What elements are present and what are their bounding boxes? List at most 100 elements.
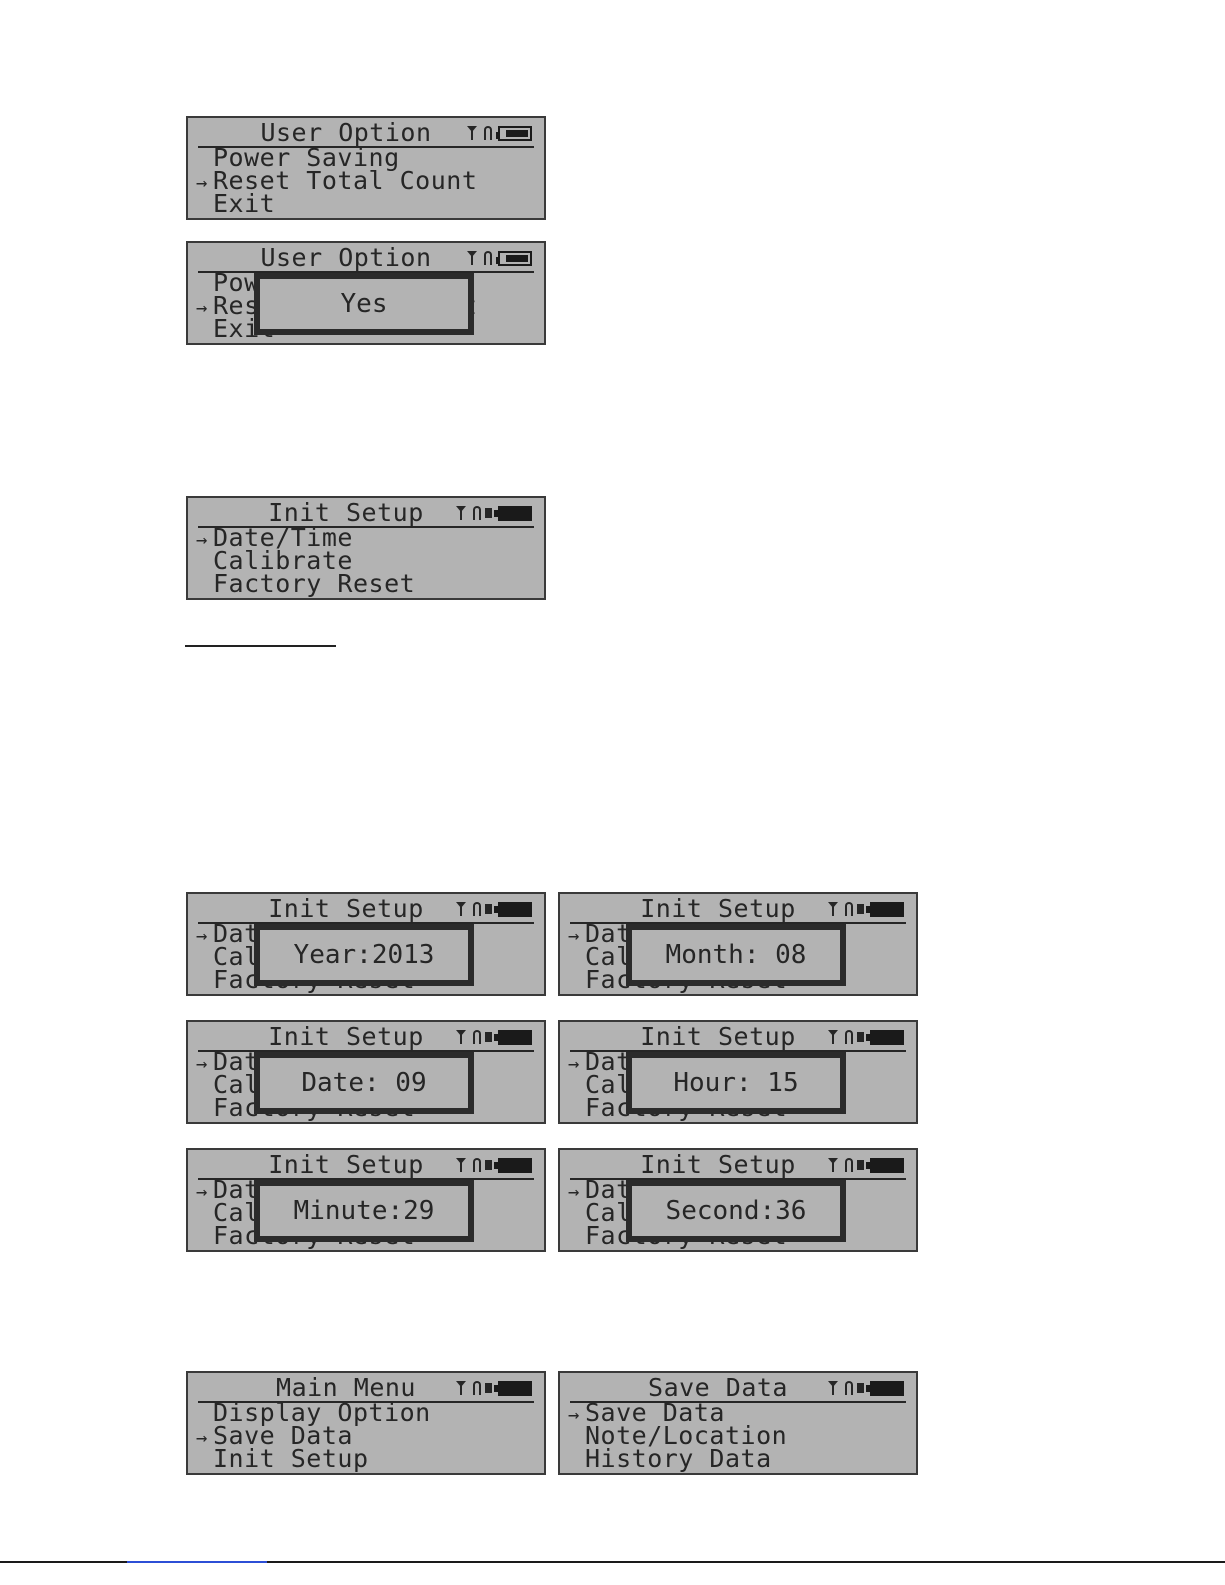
arrow-icon <box>568 1226 585 1250</box>
arrow-icon <box>568 1098 585 1122</box>
menu-item[interactable]: →Date/Time <box>196 523 540 552</box>
battery-icon <box>866 1380 904 1396</box>
lcd-screen: Save Data→Save Data Note/Location Histor… <box>558 1371 918 1475</box>
menu-item-label: Exit <box>213 189 276 218</box>
popup-dialog: Date: 09 <box>254 1052 474 1114</box>
arrow-icon: → <box>196 925 208 947</box>
popup-dialog: Month: 08 <box>626 924 846 986</box>
screen-title-text: Init Setup <box>268 1022 424 1051</box>
menu-item[interactable]: Init Setup <box>196 1444 540 1473</box>
battery-icon <box>496 125 532 141</box>
arrow-icon: → <box>196 1427 208 1449</box>
antenna-icon <box>456 1030 471 1044</box>
title-underline <box>198 271 534 273</box>
lcd-screen: Init Setup→Date/Time Calibrate Factory R… <box>186 1148 546 1252</box>
screen-title: Init Setup <box>188 894 544 923</box>
antenna-icon <box>828 902 843 916</box>
popup-dialog: Second:36 <box>626 1180 846 1242</box>
screen-title: Init Setup <box>560 1150 916 1179</box>
bell-icon <box>845 902 853 916</box>
screen-title-text: Main Menu <box>276 1373 416 1402</box>
status-icons <box>828 1028 904 1046</box>
lcd-screen: Init Setup→Date/Time Calibrate Factory R… <box>186 496 546 600</box>
speaker-icon <box>485 904 492 914</box>
arrow-icon <box>196 319 213 343</box>
screen-title: Init Setup <box>560 1022 916 1051</box>
arrow-icon <box>196 970 213 994</box>
battery-icon <box>866 1029 904 1045</box>
lcd-screen: Init Setup→Date/Time Calibrate Factory R… <box>186 1020 546 1124</box>
title-underline <box>570 1401 906 1403</box>
screen-title: User Option <box>188 243 544 272</box>
menu-item[interactable]: Power Saving <box>196 143 540 172</box>
menu-item[interactable]: History Data <box>568 1446 912 1473</box>
speaker-icon <box>485 1160 492 1170</box>
lcd-screen: User Option Power Saving→Reset Total Cou… <box>186 241 546 345</box>
battery-icon <box>494 1380 532 1396</box>
battery-icon <box>496 250 532 266</box>
screen-title: Init Setup <box>188 1150 544 1179</box>
title-underline <box>570 1178 906 1180</box>
bell-icon <box>845 1158 853 1172</box>
lcd-screen: User Option Power Saving→Reset Total Cou… <box>186 116 546 220</box>
menu-item[interactable]: Factory Reset <box>196 571 540 596</box>
bell-icon <box>473 506 481 520</box>
bell-icon <box>845 1030 853 1044</box>
bell-icon <box>845 1381 853 1395</box>
title-underline <box>198 1401 534 1403</box>
menu-item[interactable]: →Save Data <box>568 1398 912 1427</box>
title-underline <box>198 922 534 924</box>
lcd-screen: Init Setup→Date/Time Calibrate Factory R… <box>558 1020 918 1124</box>
menu-item-label: Save Data <box>585 1398 725 1427</box>
menu-list: Power Saving→Reset Total Count Exit <box>196 143 540 218</box>
menu-item[interactable]: Exit <box>196 189 540 218</box>
arrow-icon: → <box>196 1181 208 1203</box>
menu-list: Display Option→Save Data Init Setup <box>196 1400 540 1473</box>
screen-title-text: User Option <box>260 118 432 147</box>
footer-link-underline[interactable] <box>127 1561 267 1563</box>
menu-item-label: Power Saving <box>213 143 400 172</box>
title-underline <box>570 922 906 924</box>
lcd-screen: Init Setup→Date/Time Calibrate Factory R… <box>186 892 546 996</box>
screen-title: Init Setup <box>188 498 544 527</box>
arrow-icon <box>196 194 213 218</box>
bell-icon <box>473 1381 481 1395</box>
title-underline <box>198 146 534 148</box>
screen-title-text: Init Setup <box>268 894 424 923</box>
antenna-icon <box>828 1381 843 1395</box>
screen-title-text: Init Setup <box>268 1150 424 1179</box>
battery-icon <box>494 901 532 917</box>
status-icons <box>456 1156 532 1174</box>
menu-item-label: Reset Total Count <box>213 166 478 195</box>
antenna-icon <box>456 506 471 520</box>
menu-item[interactable]: Note/Location <box>568 1423 912 1448</box>
battery-icon <box>494 1029 532 1045</box>
antenna-icon <box>828 1030 843 1044</box>
menu-item[interactable]: →Reset Total Count <box>196 166 540 195</box>
menu-item-label: Date/Time <box>213 523 353 552</box>
speaker-icon <box>857 1383 864 1393</box>
section-link-underline[interactable] <box>185 645 336 647</box>
status-icons <box>467 249 532 267</box>
status-icons <box>456 900 532 918</box>
antenna-icon <box>828 1158 843 1172</box>
menu-item-label: Init Setup <box>213 1444 369 1473</box>
arrow-icon <box>568 970 585 994</box>
screen-title-text: User Option <box>260 243 432 272</box>
title-underline <box>570 1050 906 1052</box>
antenna-icon <box>456 1158 471 1172</box>
speaker-icon <box>857 1032 864 1042</box>
arrow-icon <box>568 1449 585 1473</box>
menu-item[interactable]: Calibrate <box>196 548 540 573</box>
menu-item[interactable]: Display Option <box>196 1400 540 1425</box>
menu-item-label: Save Data <box>213 1421 353 1450</box>
menu-item[interactable]: →Save Data <box>196 1421 540 1450</box>
bell-icon <box>473 902 481 916</box>
screen-title: Init Setup <box>188 1022 544 1051</box>
antenna-icon <box>467 251 482 265</box>
antenna-icon <box>456 1381 471 1395</box>
screen-title-text: Init Setup <box>640 894 796 923</box>
bell-icon <box>473 1030 481 1044</box>
bell-icon <box>484 251 492 265</box>
popup-dialog: Hour: 15 <box>626 1052 846 1114</box>
